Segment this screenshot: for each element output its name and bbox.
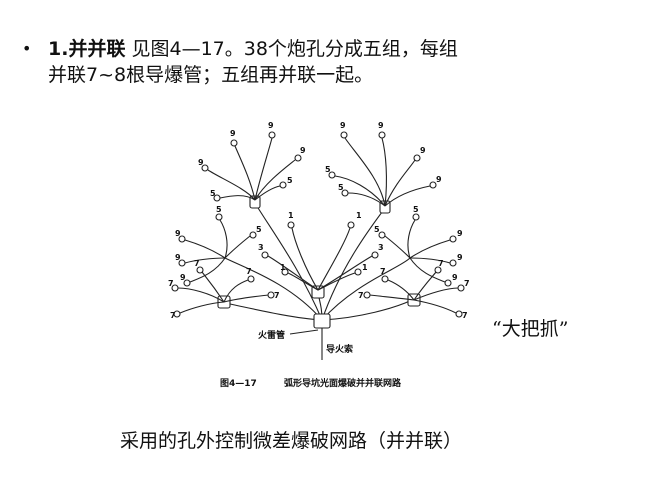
figure-title: 弧形导坑光面爆破并并联网路 bbox=[284, 377, 402, 389]
hole-number: 5 bbox=[256, 225, 262, 234]
hole-number: 9 bbox=[268, 121, 274, 130]
trunk-wire-right bbox=[321, 299, 413, 321]
hole-number: 9 bbox=[452, 273, 458, 282]
hole-number: 5 bbox=[338, 183, 344, 192]
hole-number: 3 bbox=[258, 243, 264, 252]
hole-number: 9 bbox=[300, 146, 306, 155]
hole-number: 7 bbox=[168, 279, 174, 288]
trunk-wire-right-top bbox=[321, 207, 386, 321]
bullet-dot: • bbox=[22, 39, 32, 58]
trunk-wire-left-top bbox=[254, 202, 323, 321]
trunk-wire-left-mid bbox=[224, 257, 323, 321]
figure-number: 图4—17 bbox=[220, 378, 257, 389]
slide-caption: 采用的孔外控制微差爆破网路（并并联） bbox=[120, 430, 463, 452]
hole-number: 5 bbox=[325, 165, 331, 174]
bullet-label: 1.并并联 bbox=[48, 38, 126, 60]
hole-number: 9 bbox=[230, 129, 236, 138]
blasting-network-figure: 9 9 9 9 5 5 9 9 9 9 5 5 9 9 9 5 5 9 9 9 … bbox=[150, 108, 470, 404]
trunk-wire-left bbox=[224, 302, 323, 321]
hole-number: 7 bbox=[274, 291, 280, 300]
center-bundle bbox=[261, 221, 379, 291]
hole-number: 7 bbox=[170, 311, 176, 320]
hole-number: 9 bbox=[175, 253, 181, 262]
hole-number: 5 bbox=[413, 205, 419, 214]
hole-number: 5 bbox=[374, 225, 380, 234]
hole-number: 7 bbox=[246, 267, 252, 276]
hole-number: 7 bbox=[194, 259, 200, 268]
hole-number: 7 bbox=[464, 279, 470, 288]
bullet-text: 1.并并联 见图4—17。38个炮孔分成五组，每组 并联7~8根导爆管；五组再并… bbox=[48, 36, 652, 88]
right-top-bundle bbox=[328, 131, 437, 207]
detonator-label: 火雷管 bbox=[258, 329, 285, 341]
left-top-bundle bbox=[201, 131, 302, 202]
hole-number: 7 bbox=[462, 311, 468, 320]
hole-number: 7 bbox=[358, 291, 364, 300]
hole-number: 1 bbox=[362, 263, 368, 272]
bullet-block: • 1.并并联 见图4—17。38个炮孔分成五组，每组 并联7~8根导爆管；五组… bbox=[22, 36, 652, 88]
bullet-line-1-rest: 见图4—17。38个炮孔分成五组，每组 bbox=[125, 38, 458, 60]
hole-number: 1 bbox=[280, 263, 286, 272]
hole-number: 9 bbox=[378, 121, 384, 130]
hole-number: 9 bbox=[340, 121, 346, 130]
network-diagram: 9 9 9 9 5 5 9 9 9 9 5 5 9 9 9 5 5 9 9 9 … bbox=[168, 121, 470, 389]
hole-number: 1 bbox=[288, 211, 294, 220]
bullet-line-1: 1.并并联 见图4—17。38个炮孔分成五组，每组 bbox=[48, 36, 652, 62]
hole-number: 1 bbox=[356, 211, 362, 220]
hole-number: 5 bbox=[216, 205, 222, 214]
hole-number: 7 bbox=[380, 267, 386, 276]
detonator-pointer bbox=[289, 329, 319, 335]
bottom-right-bundle bbox=[363, 266, 465, 318]
trunk-wire-right-mid bbox=[321, 257, 411, 321]
hole-number: 3 bbox=[378, 243, 384, 252]
fuse-label: 导火索 bbox=[326, 343, 353, 355]
hole-number: 9 bbox=[175, 229, 181, 238]
right-mid-bundle bbox=[378, 213, 457, 287]
hole-number: 9 bbox=[180, 273, 186, 282]
hole-number: 9 bbox=[457, 229, 463, 238]
big-grab-label: “大把抓” bbox=[492, 318, 569, 340]
bottom-left-bundle bbox=[171, 266, 275, 318]
hole-number: 9 bbox=[436, 175, 442, 184]
hole-number: 7 bbox=[438, 259, 444, 268]
bundle-knot-main bbox=[313, 313, 331, 329]
hole-number: 5 bbox=[210, 189, 216, 198]
hole-number: 5 bbox=[287, 176, 293, 185]
bullet-line-2: 并联7~8根导爆管；五组再并联一起。 bbox=[48, 64, 374, 86]
hole-number: 9 bbox=[198, 158, 204, 167]
hole-number: 9 bbox=[457, 253, 463, 262]
left-mid-bundle bbox=[178, 213, 257, 287]
hole-number: 9 bbox=[420, 146, 426, 155]
